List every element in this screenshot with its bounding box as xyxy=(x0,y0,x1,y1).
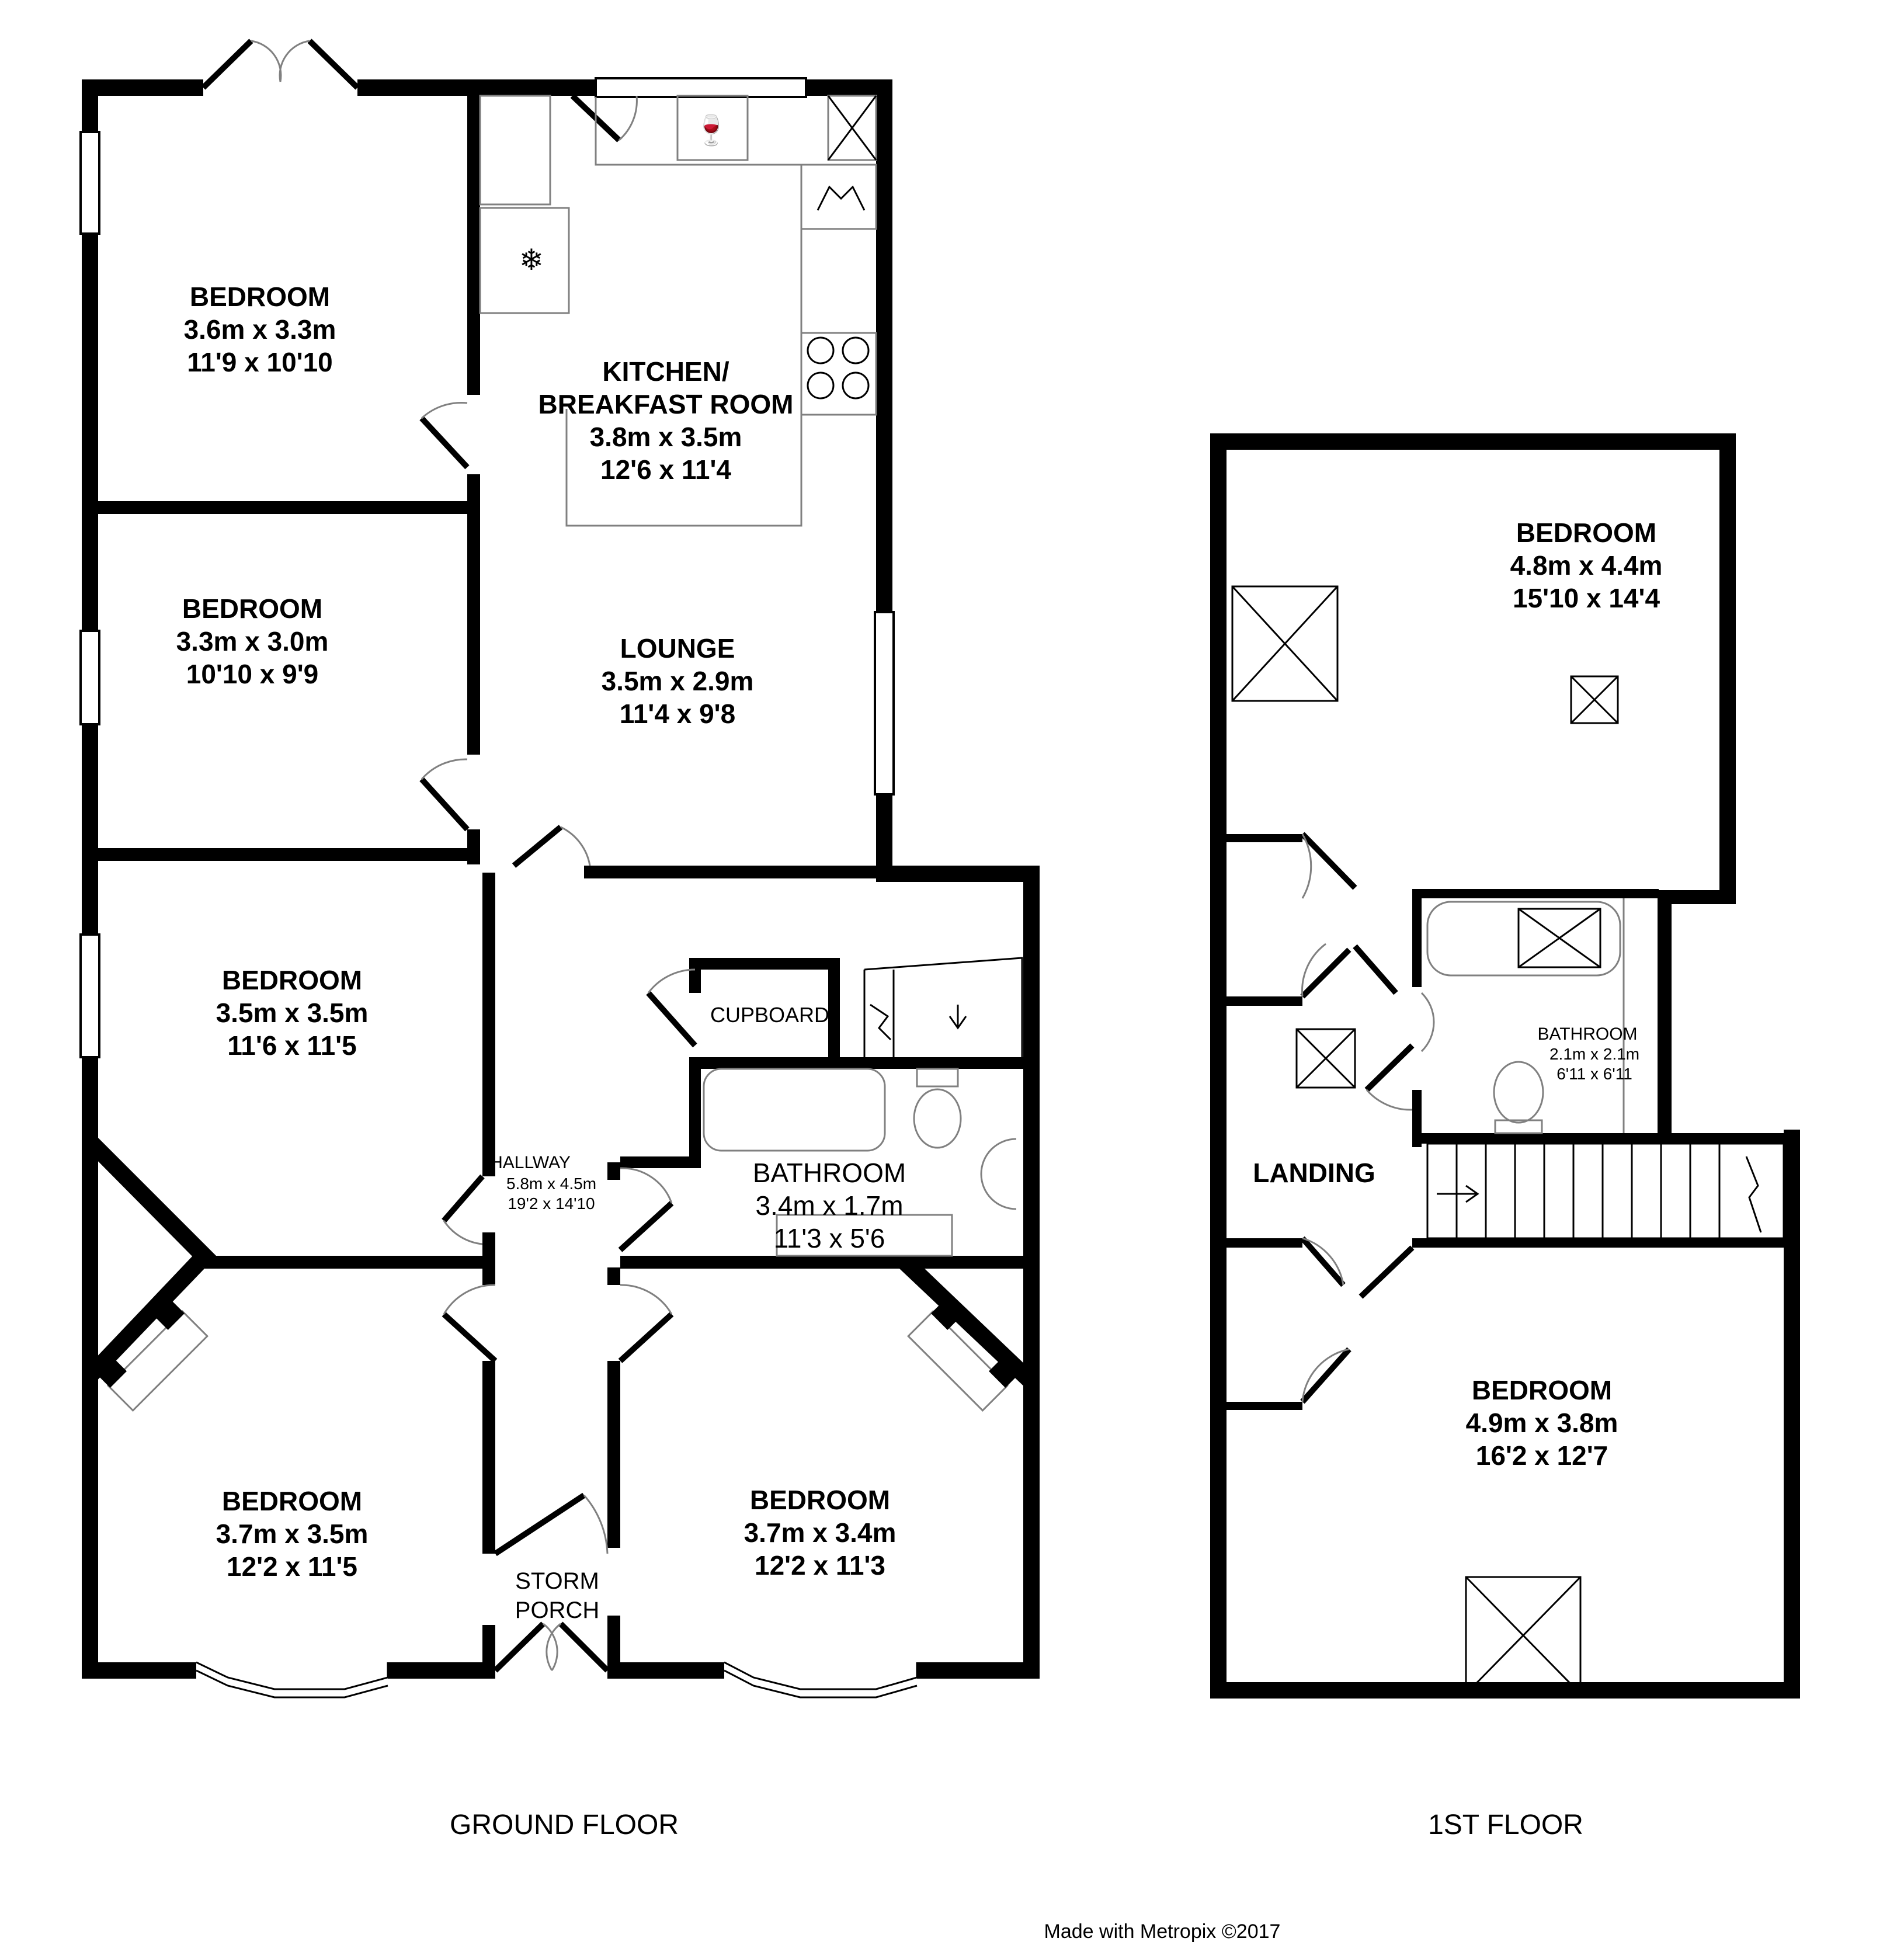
ground-floor-doors xyxy=(201,39,697,1673)
snowflake-icon: ❄ xyxy=(519,243,544,277)
room-name: BEDROOM xyxy=(750,1485,890,1515)
fridge-freezer xyxy=(479,207,570,314)
room-size-metric: 4.9m x 3.8m xyxy=(1466,1408,1618,1438)
room-name: BEDROOM xyxy=(182,593,322,624)
appliance xyxy=(827,95,877,161)
room-size-metric: 3.7m x 3.4m xyxy=(744,1517,897,1548)
wine-cooler xyxy=(676,95,749,161)
room-size-imperial: 11'9 x 10'10 xyxy=(187,347,333,377)
room-size-metric: 5.8m x 4.5m xyxy=(506,1175,596,1193)
ground-floor-interior-walls xyxy=(82,79,1040,1679)
first-floor-outer-walls xyxy=(1210,433,1800,1699)
floor-label: GROUND FLOOR xyxy=(450,1809,679,1840)
kitchen-counter xyxy=(479,95,551,206)
toilet xyxy=(1493,1061,1544,1124)
room-name: LANDING xyxy=(1253,1158,1375,1188)
room-size-imperial: 11'3 x 5'6 xyxy=(774,1223,885,1253)
window xyxy=(79,630,100,725)
ground-floor-plan: ❄ 🍷 xyxy=(79,39,1040,1840)
first-floor-plan: BEDROOM 4.8m x 4.4m 15'10 x 14'4 BATHROO… xyxy=(1210,433,1800,1840)
room-name: BEDROOM xyxy=(190,282,330,312)
room-size-metric: 3.5m x 2.9m xyxy=(602,666,754,696)
first-floor-interior-walls xyxy=(1227,834,1800,1410)
toilet-cistern xyxy=(1494,1119,1543,1134)
window xyxy=(79,131,100,235)
room-size-metric: 3.7m x 3.5m xyxy=(216,1519,369,1549)
fireplace xyxy=(907,1301,1018,1412)
ground-floor-fixtures: ❄ 🍷 xyxy=(98,95,1018,1412)
room-size-metric: 3.4m x 1.7m xyxy=(755,1190,903,1221)
ground-floor-windows xyxy=(79,77,918,1699)
room-name: BREAKFAST ROOM xyxy=(538,389,794,419)
room-size-imperial: 12'6 x 11'4 xyxy=(600,454,731,485)
wine-glass-icon: 🍷 xyxy=(693,113,729,147)
room-size-imperial: 16'2 x 12'7 xyxy=(1476,1440,1608,1471)
room-name: HALLWAY xyxy=(490,1153,571,1172)
skylight xyxy=(1231,585,1339,702)
room-name: BEDROOM xyxy=(222,965,362,995)
floor-label: 1ST FLOOR xyxy=(1428,1809,1583,1840)
room-size-metric: 2.1m x 2.1m xyxy=(1549,1045,1639,1063)
room-name: BATHROOM xyxy=(1537,1024,1637,1044)
fireplace xyxy=(98,1301,209,1412)
room-name: BEDROOM xyxy=(1516,517,1656,548)
skylight xyxy=(1517,908,1601,968)
bay-window xyxy=(196,1661,389,1690)
sink xyxy=(800,164,877,230)
bay-window xyxy=(724,1661,918,1690)
room-name: LOUNGE xyxy=(620,633,735,664)
stairs-outline xyxy=(864,957,1023,1057)
room-size-imperial: 12'2 x 11'3 xyxy=(755,1550,885,1581)
basin xyxy=(1420,992,1435,1053)
room-size-metric: 3.3m x 3.0m xyxy=(176,626,329,657)
toilet xyxy=(913,1088,962,1149)
room-size-imperial: 19'2 x 14'10 xyxy=(508,1194,595,1213)
first-floor-fixtures xyxy=(1231,585,1625,1695)
bay-window xyxy=(196,1669,388,1699)
toilet-cistern xyxy=(916,1068,959,1088)
room-size-imperial: 11'6 x 11'5 xyxy=(227,1030,356,1061)
ground-floor-labels: BEDROOM 3.6m x 3.3m 11'9 x 10'10 KITCHEN… xyxy=(176,282,906,1840)
skylight xyxy=(1570,675,1619,724)
first-floor-labels: BEDROOM 4.8m x 4.4m 15'10 x 14'4 BATHROO… xyxy=(1253,517,1662,1840)
room-size-imperial: 15'10 x 14'4 xyxy=(1513,583,1660,613)
bath xyxy=(703,1068,886,1152)
skylight xyxy=(1295,1028,1356,1089)
bathroom-unit xyxy=(776,1214,953,1257)
credit-text: Made with Metropix ©2017 xyxy=(1044,1920,1281,1943)
room-size-imperial: 6'11 x 6'11 xyxy=(1556,1065,1632,1083)
room-name: BATHROOM xyxy=(753,1158,906,1188)
room-size-metric: 3.8m x 3.5m xyxy=(590,422,742,452)
room-size-metric: 4.8m x 4.4m xyxy=(1510,550,1663,581)
room-name: CUPBOARD xyxy=(710,1003,829,1027)
window xyxy=(595,77,807,98)
room-name: STORM xyxy=(515,1568,599,1594)
basin xyxy=(980,1138,1017,1210)
room-size-imperial: 11'4 x 9'8 xyxy=(620,699,735,729)
room-name: BEDROOM xyxy=(1472,1375,1612,1405)
room-size-imperial: 10'10 x 9'9 xyxy=(186,659,319,689)
stairs xyxy=(1426,1142,1785,1239)
window xyxy=(874,611,895,796)
room-name: KITCHEN/ xyxy=(602,356,729,387)
room-name: BEDROOM xyxy=(222,1486,362,1516)
room-size-imperial: 12'2 x 11'5 xyxy=(227,1551,357,1582)
room-name: PORCH xyxy=(515,1597,599,1623)
hob-icon xyxy=(800,332,877,416)
room-size-metric: 3.6m x 3.3m xyxy=(184,314,336,345)
ground-floor-outer-walls xyxy=(82,79,1040,1679)
bath xyxy=(1426,901,1621,977)
bay-window xyxy=(724,1669,918,1699)
first-floor-doors xyxy=(1300,832,1415,1404)
room-size-metric: 3.5m x 3.5m xyxy=(216,998,369,1028)
skylight xyxy=(1465,1576,1582,1695)
window xyxy=(79,933,100,1058)
